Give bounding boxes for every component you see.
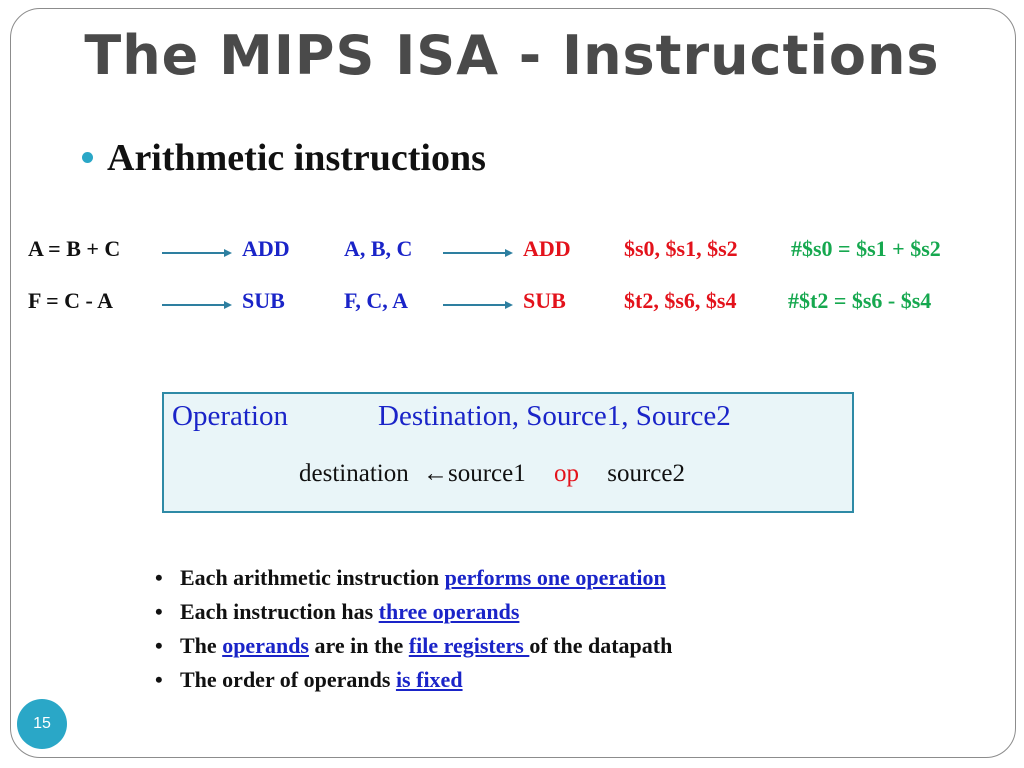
example-row: F = C - A SUB F, C, A SUB $t2, $s6, $s4 … — [0, 288, 1024, 318]
bullet-text: The — [180, 633, 223, 658]
bullet-icon: • — [155, 565, 163, 590]
page-number: 15 — [17, 699, 67, 749]
arrow-right-icon — [162, 249, 232, 257]
bullet-dot-icon — [82, 151, 93, 163]
mips-operation: SUB — [523, 288, 566, 313]
format-operation: Operation — [172, 400, 288, 432]
hyperlink[interactable]: file registers — [408, 633, 530, 658]
arrow-right-icon — [443, 249, 513, 257]
bullet-text: The order of operands — [180, 667, 396, 692]
list-item: • The order of operands is fixed — [155, 667, 672, 701]
list-item: • Each arithmetic instruction performs on… — [155, 565, 672, 599]
slide-title: The MIPS ISA - Instructions — [84, 24, 940, 87]
heading-text: Arithmetic instructions — [107, 137, 486, 179]
operation-args: A, B, C — [344, 236, 413, 261]
bullet-text: Each arithmetic instruction — [180, 565, 445, 590]
mips-operation: ADD — [523, 236, 571, 261]
hyperlink[interactable]: performs one operation — [444, 565, 666, 590]
list-item: • Each instruction has three operands — [155, 599, 672, 633]
left-arrow-icon: ← — [422, 460, 448, 487]
bullet-icon: • — [155, 633, 163, 658]
mips-registers: $t2, $s6, $s4 — [624, 288, 737, 313]
format-operands: Destination, Source1, Source2 — [378, 400, 731, 432]
section-heading: Arithmetic instructions — [82, 136, 486, 180]
hyperlink[interactable]: operands — [222, 633, 309, 658]
instruction-format-box — [162, 392, 854, 513]
c-expression: A = B + C — [28, 236, 121, 261]
bullet-text: are in the — [308, 633, 409, 658]
format-source2: source2 — [607, 460, 685, 487]
bullet-text: of the datapath — [529, 633, 673, 658]
operation-name: ADD — [242, 236, 290, 261]
format-op: op — [553, 460, 579, 487]
mips-registers: $s0, $s1, $s2 — [624, 236, 738, 261]
example-row: A = B + C ADD A, B, C ADD $s0, $s1, $s2 … — [0, 236, 1024, 266]
bullet-icon: • — [155, 599, 163, 624]
arrow-right-icon — [162, 301, 232, 309]
operation-name: SUB — [242, 288, 285, 313]
hyperlink[interactable]: three operands — [378, 599, 520, 624]
format-source1: source1 — [447, 460, 526, 487]
c-expression: F = C - A — [28, 288, 114, 313]
format-semantics: destination ←source1 op source2 — [299, 460, 685, 488]
bullet-text: Each instruction has — [180, 599, 379, 624]
hyperlink[interactable]: is fixed — [395, 667, 463, 692]
list-item: •The operands are in the file registers … — [155, 633, 672, 667]
format-destination: destination — [299, 460, 409, 487]
slide-frame — [10, 8, 1016, 758]
arrow-right-icon — [443, 301, 513, 309]
mips-comment: #$t2 = $s6 - $s4 — [788, 288, 932, 313]
operation-args: F, C, A — [344, 288, 408, 313]
mips-comment: #$s0 = $s1 + $s2 — [791, 236, 941, 261]
bullet-icon: • — [155, 667, 163, 692]
bullet-list: • Each arithmetic instruction performs on… — [155, 565, 672, 701]
